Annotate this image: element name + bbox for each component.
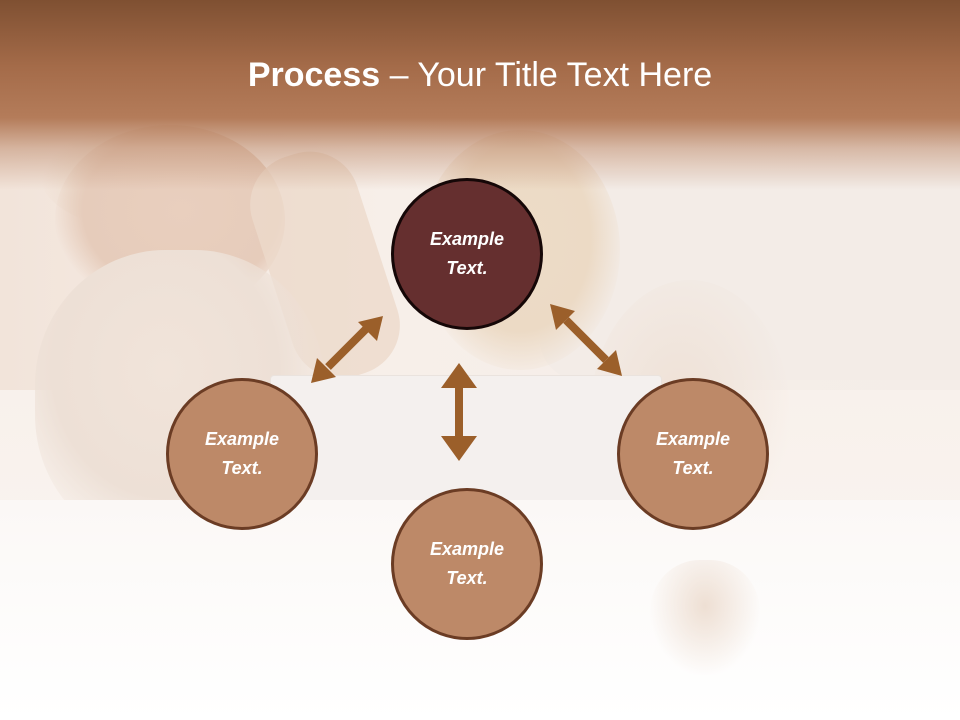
process-node-left: Example Text. xyxy=(166,378,318,530)
process-node-bottom-text: Example Text. xyxy=(429,539,505,588)
process-node-center-text: Example Text. xyxy=(429,229,505,278)
slide-title: Process – Your Title Text Here xyxy=(0,50,960,100)
process-node-right: Example Text. xyxy=(617,378,769,530)
header-band xyxy=(0,0,960,190)
title-rest-part: – Your Title Text Here xyxy=(380,56,713,94)
process-node-left-text: Example Text. xyxy=(204,429,280,478)
title-bold-part: Process xyxy=(247,56,381,94)
process-node-center: Example Text. xyxy=(391,178,543,330)
process-node-bottom: Example Text. xyxy=(391,488,543,640)
process-node-right-text: Example Text. xyxy=(655,429,731,478)
